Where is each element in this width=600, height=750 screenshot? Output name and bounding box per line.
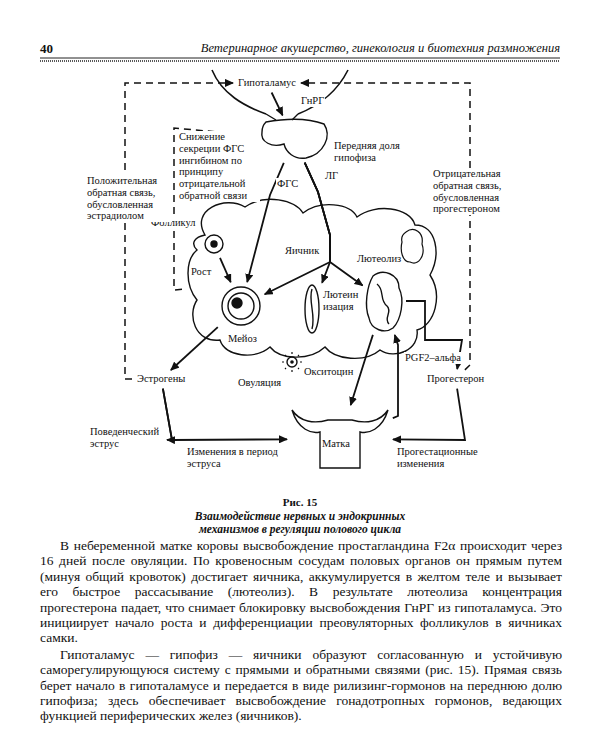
node-text: Поведенческий эструс bbox=[90, 426, 162, 450]
connector bbox=[163, 389, 287, 440]
connector bbox=[272, 93, 283, 116]
corpus-luteum-line bbox=[377, 284, 389, 324]
uterus: Матка bbox=[290, 408, 390, 470]
diagram-label: Овуляция bbox=[238, 377, 281, 388]
preovulatory-follicle-line bbox=[232, 298, 242, 308]
corpus-luteum-shape bbox=[365, 270, 403, 332]
edge-label: Положительная обратная связь, обусловлен… bbox=[86, 175, 172, 222]
corpus-luteum-small bbox=[401, 230, 423, 263]
node-text: Матка bbox=[322, 438, 350, 450]
preovulatory-follicle-shape bbox=[220, 285, 262, 327]
follicle-line bbox=[211, 241, 217, 247]
connector bbox=[171, 327, 218, 370]
running-head: Ветеринарное акушерство, гинекология и б… bbox=[201, 41, 560, 56]
edge-label: ЛГ bbox=[324, 170, 339, 182]
luteinization-body: Лютеинизация bbox=[303, 283, 321, 335]
edge-label: ФГС bbox=[276, 178, 299, 190]
uterus-line bbox=[292, 410, 388, 468]
node-text: Яичник bbox=[285, 245, 319, 257]
ovulated-egg bbox=[287, 357, 297, 367]
edge-label: Окситоцин bbox=[303, 366, 354, 378]
edge-label: PGF2–альфа bbox=[404, 352, 462, 364]
luteinization-body-shape bbox=[303, 283, 321, 335]
ovary-outline: ЯичникФолликулМейозЛютеинизацияЛютеолиз bbox=[185, 195, 440, 360]
pituitary-gland-line bbox=[262, 119, 327, 158]
edge-label: ГнРГ bbox=[300, 95, 325, 107]
follicle-line bbox=[205, 235, 223, 253]
pituitary-gland-shape bbox=[258, 118, 330, 160]
node-text: Гипоталамус bbox=[238, 77, 296, 89]
luteinization-body-line bbox=[305, 285, 319, 333]
connector bbox=[393, 335, 398, 418]
corpus-luteum: Лютеолиз bbox=[365, 270, 403, 332]
edge-label: Изменения в период эструса bbox=[186, 446, 284, 470]
connector bbox=[163, 389, 172, 440]
edge-label: Рост bbox=[190, 266, 212, 278]
body-paragraph: В небеременной матке коровы высвобождени… bbox=[40, 538, 562, 646]
egg-rays bbox=[282, 352, 302, 372]
figure-number: Рис. 15 bbox=[150, 496, 450, 508]
follicle: Фолликул bbox=[203, 233, 225, 255]
corpus-luteum-line bbox=[366, 272, 401, 330]
page-number: 40 bbox=[40, 41, 53, 57]
preovulatory-follicle: Мейоз bbox=[220, 285, 262, 327]
follicle-shape bbox=[203, 233, 225, 255]
hormone-label: Эстрогены bbox=[135, 372, 187, 386]
node-text: Передняя доля гипофиза bbox=[334, 140, 426, 164]
node-text: Мейоз bbox=[228, 333, 257, 345]
body-paragraph: Гипоталамус — гипофиз — яичники образуют… bbox=[40, 647, 562, 724]
node-text: Эстрогены bbox=[137, 373, 185, 385]
pituitary-gland: Передняя доля гипофиза bbox=[258, 118, 330, 160]
edge-label: Отрицательная обратная связь, обусловлен… bbox=[432, 168, 524, 215]
feedback-connector bbox=[301, 83, 470, 370]
node-text: Лютеинизация bbox=[323, 289, 363, 313]
hypothalamus-label: Гипоталамус bbox=[236, 76, 298, 90]
ovary-outline-line bbox=[188, 199, 436, 358]
node-text: Прогестерон bbox=[427, 373, 484, 385]
hormone-label: Прогестерон bbox=[425, 372, 486, 386]
edge-label: Снижение секреции ФГС ингибином по принц… bbox=[178, 131, 260, 202]
figure-caption: Взаимодействие нервных и эндокринных мех… bbox=[175, 510, 425, 536]
effect-label: Поведенческий эструс bbox=[88, 425, 164, 451]
connector bbox=[305, 163, 363, 286]
feedback-connector bbox=[125, 83, 233, 379]
node-text: Лютеолиз bbox=[357, 253, 401, 265]
luteinization-body-line bbox=[311, 289, 313, 329]
ovary-outline-shape bbox=[185, 195, 440, 360]
ovulated-egg-core bbox=[290, 360, 294, 364]
header-rule bbox=[40, 58, 560, 59]
connector bbox=[393, 389, 465, 440]
header-rule bbox=[40, 60, 560, 62]
preovulatory-follicle-line bbox=[222, 287, 260, 325]
connector bbox=[220, 258, 231, 282]
connector bbox=[265, 163, 330, 295]
edge-label: Прогестационные изменения bbox=[396, 446, 478, 470]
hypothalamus-outline bbox=[212, 70, 348, 114]
preovulatory-follicle-line bbox=[228, 293, 254, 319]
